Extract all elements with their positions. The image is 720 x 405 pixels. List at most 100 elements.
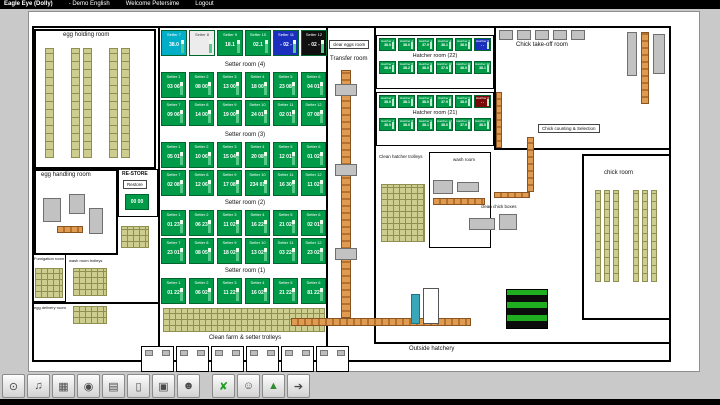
zoom-button[interactable]: ⊙ bbox=[2, 374, 25, 398]
setter-panel[interactable]: Setter 12- 02 - bbox=[301, 30, 327, 56]
users-button[interactable]: ☻ bbox=[177, 374, 200, 398]
camera-button[interactable]: ◉ bbox=[77, 374, 100, 398]
logout-link[interactable]: Logout bbox=[195, 1, 214, 7]
restore-status-panel[interactable]: 00 00 bbox=[125, 194, 149, 210]
level-gauge-icon bbox=[265, 40, 268, 53]
trolley-grid bbox=[121, 226, 149, 248]
level-gauge-icon bbox=[449, 65, 451, 72]
close-button[interactable]: ✘ bbox=[212, 374, 235, 398]
walk-button[interactable]: ➔ bbox=[287, 374, 310, 398]
panel-value: 02.1 bbox=[253, 42, 263, 48]
panel-name: Hatcher 10 bbox=[437, 119, 452, 123]
hatcher-panel[interactable]: Hatcher 6- - bbox=[474, 95, 491, 108]
panel-name: Hatcher 8 bbox=[399, 119, 413, 123]
clean-chick-boxes-label: clean chick boxes bbox=[481, 204, 517, 209]
print-button[interactable]: ▤ bbox=[102, 374, 125, 398]
user-button[interactable]: ☺ bbox=[237, 374, 260, 398]
setter-panel[interactable]: Setter 8 bbox=[189, 30, 215, 56]
takeoff-machine bbox=[627, 32, 637, 76]
screen-button[interactable]: ▦ bbox=[52, 374, 75, 398]
panel-name: Hatcher 11 bbox=[456, 62, 471, 66]
floorplan-canvas[interactable]: egg holding room egg handling room RE-ST… bbox=[28, 11, 700, 372]
panel-value: 38.0 bbox=[169, 42, 179, 48]
hatcher-panel[interactable]: Hatcher 6- - bbox=[474, 38, 491, 51]
tree-button[interactable]: ▲ bbox=[262, 374, 285, 398]
audio-button[interactable]: ♫ bbox=[27, 374, 50, 398]
clipboard-button[interactable]: ▣ bbox=[152, 374, 175, 398]
panel-value: 38.0 bbox=[403, 123, 410, 127]
document-button[interactable]: ▯ bbox=[127, 374, 150, 398]
panel-name: Setter 9 bbox=[222, 102, 237, 107]
setter-panel[interactable]: Setter 11- 02 - bbox=[273, 30, 299, 56]
